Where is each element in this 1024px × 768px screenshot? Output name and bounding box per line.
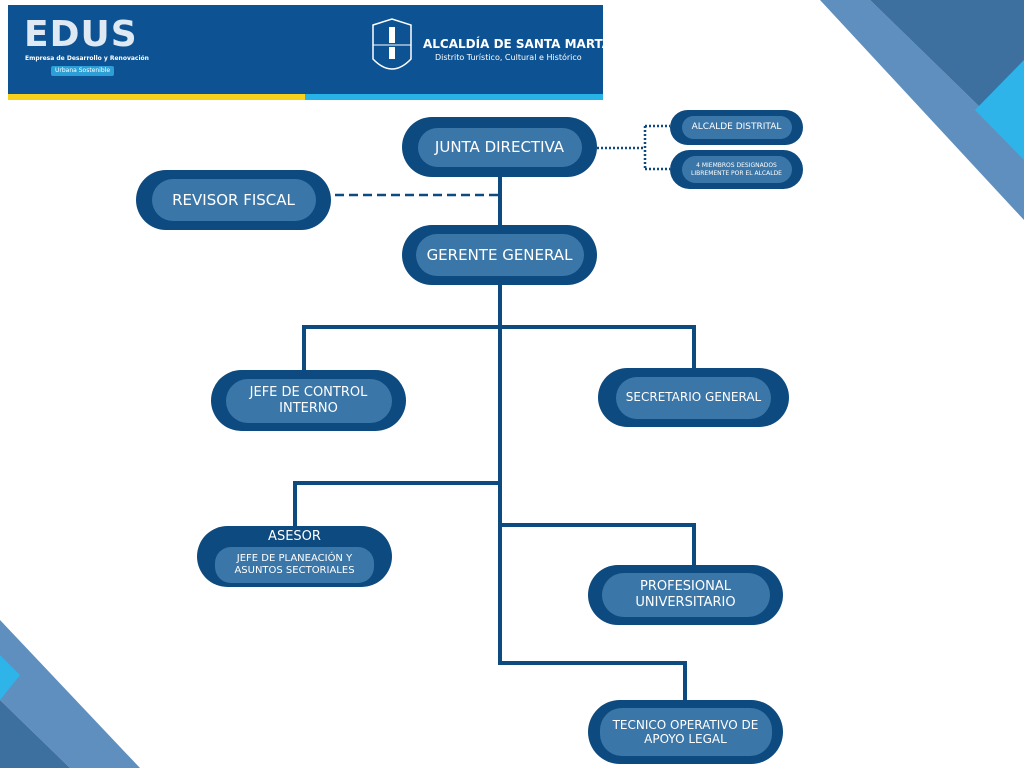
node-profesional-universitario: PROFESIONAL UNIVERSITARIO [588,565,783,625]
node-label: GERENTE GENERAL [415,234,584,276]
node-label: 4 MIEMBROS DESIGNADOS LIBREMENTE POR EL … [681,156,792,183]
node-revisor-fiscal: REVISOR FISCAL [136,170,331,230]
node-label: JUNTA DIRECTIVA [417,127,582,167]
node-secretario-general: SECRETARIO GENERAL [598,368,789,427]
dotted-lines [597,124,670,171]
node-miembros: 4 MIEMBROS DESIGNADOS LIBREMENTE POR EL … [670,150,803,189]
node-label: SECRETARIO GENERAL [616,376,771,419]
blue-bar [305,94,603,100]
node-sublabel: JEFE DE PLANEACIÓN Y ASUNTOS SECTORIALES [215,547,374,583]
node-label: TECNICO OPERATIVO DE APOYO LEGAL [599,708,772,756]
node-label: ASESOR [268,529,321,544]
yellow-bar [8,94,305,100]
node-gerente-general: GERENTE GENERAL [402,225,597,285]
city-subtitle: Distrito Turístico, Cultural e Histórico [435,53,582,62]
node-tecnico-operativo: TECNICO OPERATIVO DE APOYO LEGAL [588,700,783,764]
edus-subtitle: Empresa de Desarrollo y Renovación [25,55,149,62]
connector-lines [293,175,696,702]
node-label: PROFESIONAL UNIVERSITARIO [601,573,770,617]
node-jefe-control-interno: JEFE DE CONTROL INTERNO [211,370,406,431]
node-alcalde-distrital: ALCALDE DISTRITAL [670,110,803,145]
node-junta-directiva: JUNTA DIRECTIVA [402,117,597,177]
node-label: ALCALDE DISTRITAL [681,116,792,139]
coat-of-arms-icon [372,18,412,70]
header-banner: EDUS Empresa de Desarrollo y Renovación … [8,5,611,100]
city-title: ALCALDÍA DE SANTA MARTA [423,37,612,51]
node-label: REVISOR FISCAL [151,179,316,221]
edus-logo: EDUS [24,14,138,55]
node-label: JEFE DE CONTROL INTERNO [225,378,392,423]
node-asesor: ASESOR JEFE DE PLANEACIÓN Y ASUNTOS SECT… [197,526,392,587]
edus-badge: Urbana Sostenible [51,66,115,76]
